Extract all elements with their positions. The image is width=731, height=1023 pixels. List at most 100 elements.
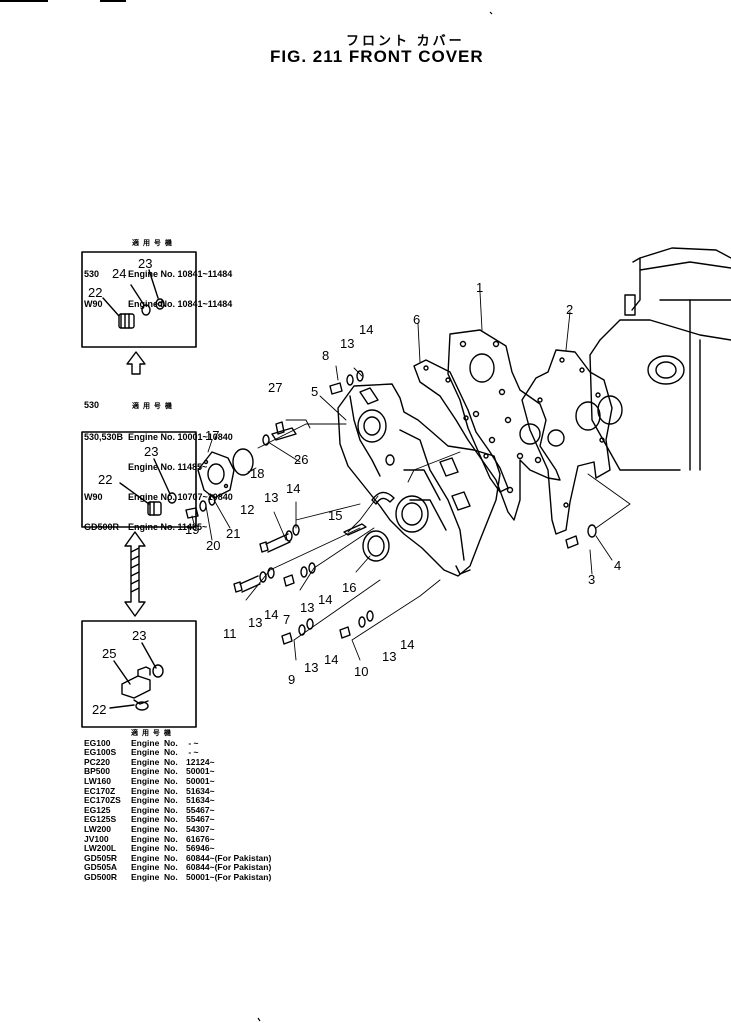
- inset-box-top: [81, 251, 197, 348]
- note-text: Engine No. 10841~11484: [128, 269, 233, 279]
- callout-4: 4: [614, 558, 621, 573]
- callout-13: 13: [304, 660, 318, 675]
- callout-23: 23: [132, 628, 146, 643]
- note-model: W90: [84, 492, 103, 502]
- list-range: 12124~: [186, 756, 215, 767]
- callout-21: 21: [226, 526, 240, 541]
- list-model: LW200L: [84, 843, 117, 854]
- list-engine: Engine: [131, 747, 160, 758]
- note-heading: 適 用 号 機: [132, 240, 173, 247]
- callout-12: 12: [240, 502, 254, 517]
- up-arrow-icon: [126, 351, 146, 375]
- callout-8: 8: [322, 348, 329, 363]
- list-model: EG125S: [84, 814, 117, 825]
- leader-lines: [191, 291, 631, 661]
- callout-17: 17: [205, 428, 219, 443]
- list-no: No.: [164, 737, 178, 748]
- list-model: EC170Z: [84, 785, 116, 796]
- list-range: 51634~: [186, 785, 215, 796]
- inset-box-bottom: [81, 620, 197, 728]
- list-no: No.: [164, 766, 178, 777]
- list-no: No.: [164, 823, 178, 834]
- list-range: 50001~: [186, 766, 215, 777]
- list-range: 55467~: [186, 814, 215, 825]
- list-engine: Engine: [131, 843, 160, 854]
- list-engine: Engine: [131, 775, 160, 786]
- callout-13: 13: [264, 490, 278, 505]
- list-engine: Engine: [131, 804, 160, 815]
- list-range: 60844~(For Pakistan): [186, 852, 272, 863]
- callout-22: 22: [88, 285, 102, 300]
- list-no: No.: [164, 862, 178, 873]
- list-model: EG100: [84, 737, 111, 748]
- list-range: 61676~: [186, 833, 215, 844]
- list-no: No.: [164, 795, 178, 806]
- list-model: GD500R: [84, 871, 118, 882]
- list-engine: Engine: [131, 785, 160, 796]
- callout-13: 13: [300, 600, 314, 615]
- callout-3: 3: [588, 572, 595, 587]
- list-row: LW200L Engine No. 56946~: [84, 843, 271, 854]
- list-no: No.: [164, 775, 178, 786]
- list-heading: 適 用 号 機: [131, 730, 172, 737]
- dowel-pin-15: [343, 523, 367, 536]
- oil-seal-16: [362, 530, 390, 562]
- list-row: EG100 Engine No. - ~: [84, 737, 271, 749]
- callout-23: 23: [138, 256, 152, 271]
- callout-2: 2: [566, 302, 573, 317]
- header-rule: [100, 0, 126, 2]
- breather-27: [262, 421, 297, 446]
- note-model: 530,530B: [84, 432, 124, 442]
- list-no: No.: [164, 852, 178, 863]
- inset-middle-parts: [119, 458, 177, 516]
- gasket-6: [413, 359, 509, 493]
- list-range: 50001~(For Pakistan): [186, 871, 272, 882]
- list-model: JV100: [84, 833, 109, 844]
- callout-14: 14: [324, 652, 338, 667]
- figure-title: FIG. 211 FRONT COVER: [270, 47, 484, 66]
- callout-14: 14: [318, 592, 332, 607]
- note-model: W90: [84, 299, 103, 309]
- callout-14: 14: [400, 637, 414, 652]
- list-model: EG125: [84, 804, 111, 815]
- inset-box-middle: [81, 431, 197, 528]
- callout-18: 18: [250, 466, 264, 481]
- callout-16: 16: [342, 580, 356, 595]
- callout-13: 13: [340, 336, 354, 351]
- list-range: - ~: [186, 737, 199, 748]
- front-plate-1: [447, 329, 561, 521]
- callout-11: 11: [223, 626, 237, 641]
- list-range: 56946~: [186, 843, 215, 854]
- list-model: EG100S: [84, 747, 117, 758]
- list-no: No.: [164, 785, 178, 796]
- callout-24: 24: [112, 266, 126, 281]
- figure-title-japanese: フロント カバー: [346, 33, 465, 48]
- header-rule: [0, 0, 48, 2]
- list-engine: Engine: [131, 795, 160, 806]
- list-no: No.: [164, 833, 178, 844]
- list-model: LW200: [84, 823, 111, 834]
- note-text: Engine No. 11485~: [128, 462, 208, 472]
- list-no: No.: [164, 843, 178, 854]
- list-model: EC170ZS: [84, 795, 121, 806]
- scan-mark: [257, 11, 493, 1022]
- callout-27: 27: [268, 380, 282, 395]
- cover-17: [197, 451, 235, 499]
- list-engine: Engine: [131, 862, 160, 873]
- engine-block: [589, 247, 731, 471]
- callout-14: 14: [286, 481, 300, 496]
- inset-bottom-parts: [109, 642, 164, 711]
- list-row: EC170Z Engine No. 51634~: [84, 785, 271, 797]
- callout-6: 6: [413, 312, 420, 327]
- callout-26: 26: [294, 452, 308, 467]
- callout-22: 22: [98, 472, 112, 487]
- note-text: Engine No. 10001~10840: [128, 432, 233, 442]
- front-cover-5: [337, 383, 501, 577]
- callout-13: 13: [382, 649, 396, 664]
- list-engine: Engine: [131, 737, 160, 748]
